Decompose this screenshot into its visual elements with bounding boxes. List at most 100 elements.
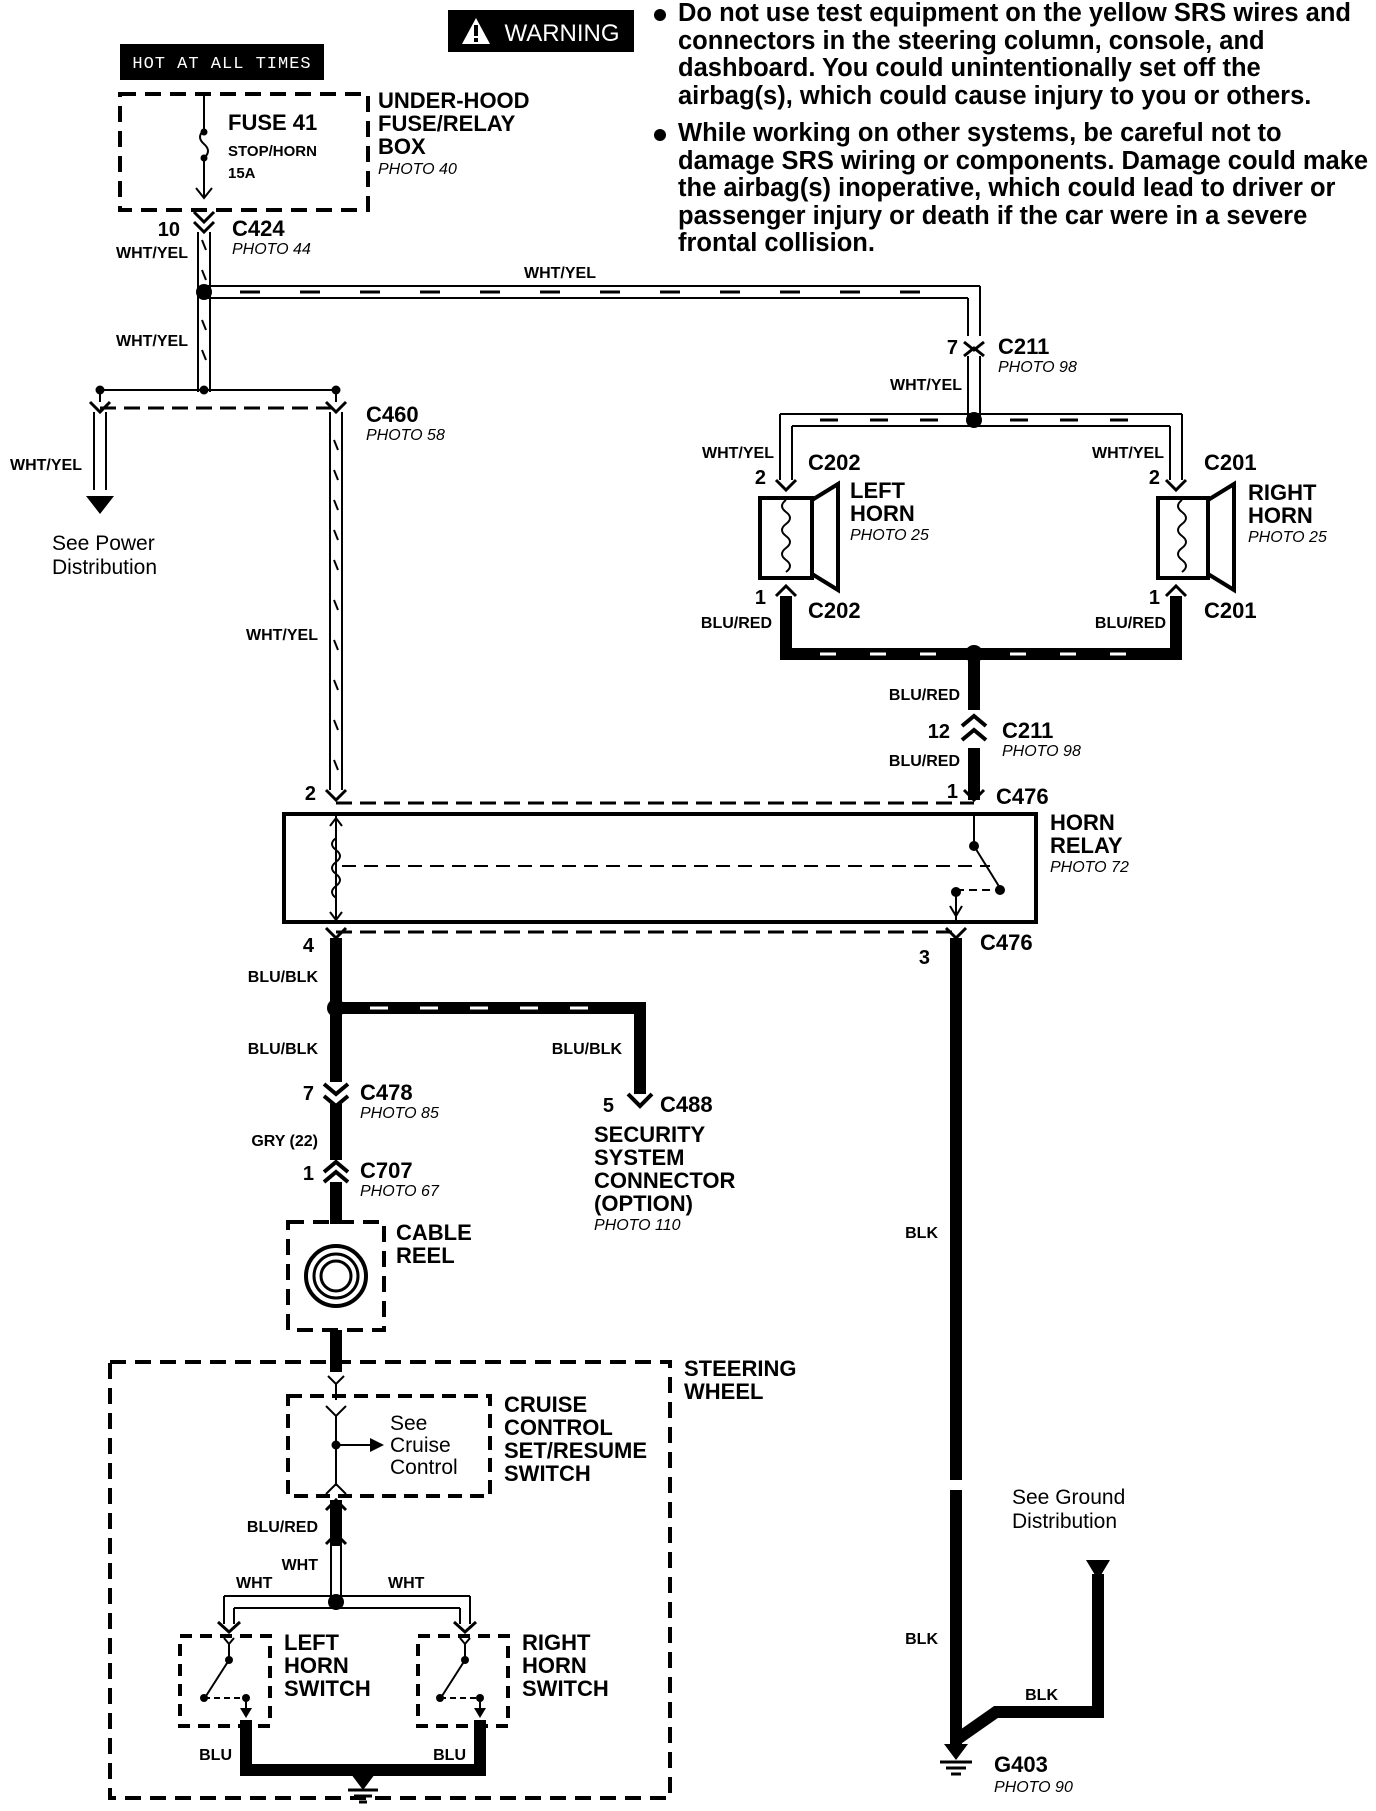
right-horn-switch-label-2: HORN (522, 1653, 587, 1678)
c211-top-name: C211 (998, 334, 1049, 359)
ground-distribution-arrow (1086, 1560, 1110, 1580)
wire-wht-yel-horns (779, 413, 1183, 480)
security-label-2: SYSTEM (594, 1145, 684, 1170)
right-horn-bell (1206, 480, 1236, 594)
c211-top-pin: 7 (947, 337, 958, 359)
wire-wht-yel-main (197, 232, 211, 378)
splice-horns-top (966, 412, 982, 428)
fuse-rating: 15A (228, 165, 256, 182)
horn-relay (282, 812, 1038, 924)
cruise-ref-2: Cruise (390, 1434, 451, 1457)
wire-wht-yel-top-horizontal (204, 285, 981, 336)
c476-bot-pin-left: 4 (303, 935, 315, 957)
wire-wht-yel-relay (329, 412, 343, 790)
right-horn-switch (416, 1634, 510, 1728)
c211-bottom-name: C211 (1002, 718, 1053, 743)
g403-name: G403 (994, 1752, 1048, 1777)
underhood-photo: PHOTO 40 (378, 161, 457, 178)
c211-top-connector (963, 340, 985, 352)
c478-connector (322, 1082, 350, 1097)
splice-top (196, 284, 212, 300)
c460-connector (324, 400, 348, 415)
wire-label-wht-yel-4: WHT/YEL (890, 377, 962, 394)
c460-photo: PHOTO 58 (366, 427, 445, 444)
left-horn-bell (810, 480, 840, 594)
underhood-label-2: FUSE/RELAY (378, 111, 516, 136)
hot-at-all-times-badge (120, 44, 324, 80)
c424-photo: PHOTO 44 (232, 241, 311, 258)
right-horn-photo: PHOTO 25 (1248, 529, 1327, 546)
wire-label-blu-2: BLU (433, 1747, 466, 1764)
c460-name: C460 (366, 402, 419, 427)
c478-name: C478 (360, 1080, 413, 1105)
c424-name: C424 (232, 216, 285, 241)
horn-relay-label-1: HORN (1050, 810, 1115, 835)
warning-item-2: While working on other systems, be caref… (648, 119, 1374, 258)
c201-top-name: C201 (1204, 450, 1257, 475)
wire-label-wht-yel-7: WHT/YEL (10, 457, 82, 474)
c707-pin: 1 (303, 1163, 314, 1185)
wire-label-wht-yel-3: WHT/YEL (116, 333, 188, 350)
fuse-function: STOP/HORN (228, 143, 317, 160)
relay-coil (331, 837, 341, 899)
c202-top-name: C202 (808, 450, 861, 475)
cable-reel-label-2: REEL (396, 1243, 455, 1268)
left-horn-switch-label-1: LEFT (284, 1630, 340, 1655)
wire-label-wht-yel-2: WHT/YEL (524, 265, 596, 282)
left-horn (758, 496, 814, 580)
c202-bot-pin: 1 (755, 587, 766, 609)
right-horn (1156, 496, 1210, 580)
c202-bot-name: C202 (808, 598, 861, 623)
wire-label-blu-blk-1: BLU/BLK (248, 969, 319, 986)
fuse-name: FUSE 41 (228, 110, 317, 135)
wire-label-blk-1: BLK (905, 1225, 938, 1242)
cable-reel (286, 1220, 386, 1332)
c476-top-pin-left: 2 (305, 783, 316, 805)
c707-name: C707 (360, 1158, 413, 1183)
c211-bottom-pin: 12 (928, 721, 950, 743)
ground-ref-1: See Ground (1012, 1486, 1125, 1509)
steering-wheel-label-1: STEERING (684, 1356, 796, 1381)
cruise-label-2: CONTROL (504, 1415, 613, 1440)
cruise-label-4: SWITCH (504, 1461, 591, 1486)
splice-wht (328, 1594, 344, 1610)
wire-label-wht-yel-1: WHT/YEL (116, 245, 188, 262)
wire-label-blu-1: BLU (199, 1747, 232, 1764)
c201-bot-name: C201 (1204, 598, 1257, 623)
security-label-3: CONNECTOR (594, 1168, 735, 1193)
wire-label-blu-blk-3: BLU/BLK (552, 1041, 623, 1058)
wire-label-blu-red-3: BLU/RED (889, 687, 960, 704)
steering-wheel-boundary (108, 1360, 672, 1800)
wire-label-wht-1: WHT (282, 1557, 319, 1574)
wire-label-gry22: GRY (22) (251, 1133, 318, 1150)
power-ref-1: See Power (52, 532, 155, 555)
power-distribution-arrow (86, 496, 114, 514)
c476-bot-name: C476 (980, 930, 1033, 955)
c488-pin: 5 (603, 1095, 614, 1117)
power-ref-2: Distribution (52, 556, 157, 579)
c211-top-photo: PHOTO 98 (998, 359, 1077, 376)
g403-photo: PHOTO 90 (994, 1779, 1073, 1796)
cable-reel-label-1: CABLE (396, 1220, 472, 1245)
c476-top-name: C476 (996, 784, 1049, 809)
left-horn-switch-label-2: HORN (284, 1653, 349, 1678)
left-horn-switch (178, 1634, 272, 1728)
wire-label-blu-blk-2: BLU/BLK (248, 1041, 319, 1058)
right-horn-label-2: HORN (1248, 503, 1313, 528)
cruise-ref-arrow (370, 1438, 384, 1452)
wire-label-blu-red-4: BLU/RED (889, 753, 960, 770)
wire-label-blu-red-1: BLU/RED (701, 615, 772, 632)
splice-horns-bottom (965, 645, 983, 663)
c201-top-pin: 2 (1149, 467, 1160, 489)
cruise-control-switch (286, 1394, 492, 1498)
c424-connector (192, 220, 216, 235)
c488-name: C488 (660, 1092, 713, 1117)
c211-bottom-photo: PHOTO 98 (1002, 743, 1081, 760)
c478-pin: 7 (303, 1083, 314, 1105)
underhood-label-3: BOX (378, 134, 426, 159)
warning-panel: Do not use test equipment on the yellow … (648, 0, 1374, 268)
underhood-fuse-box (118, 92, 370, 212)
wire-label-wht-yel-6: WHT/YEL (1092, 445, 1164, 462)
